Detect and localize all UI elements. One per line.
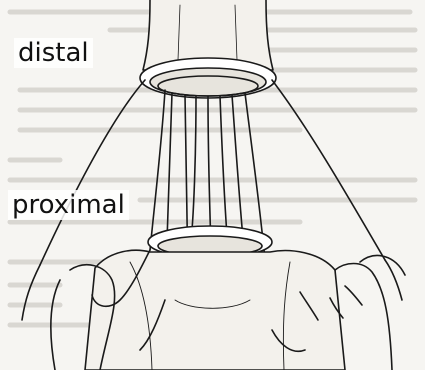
label-distal: distal <box>14 38 93 68</box>
suture <box>150 90 165 250</box>
suture <box>40 80 145 265</box>
label-proximal: proximal <box>8 190 129 220</box>
proximal-bowel <box>85 250 345 370</box>
suture <box>272 80 385 260</box>
